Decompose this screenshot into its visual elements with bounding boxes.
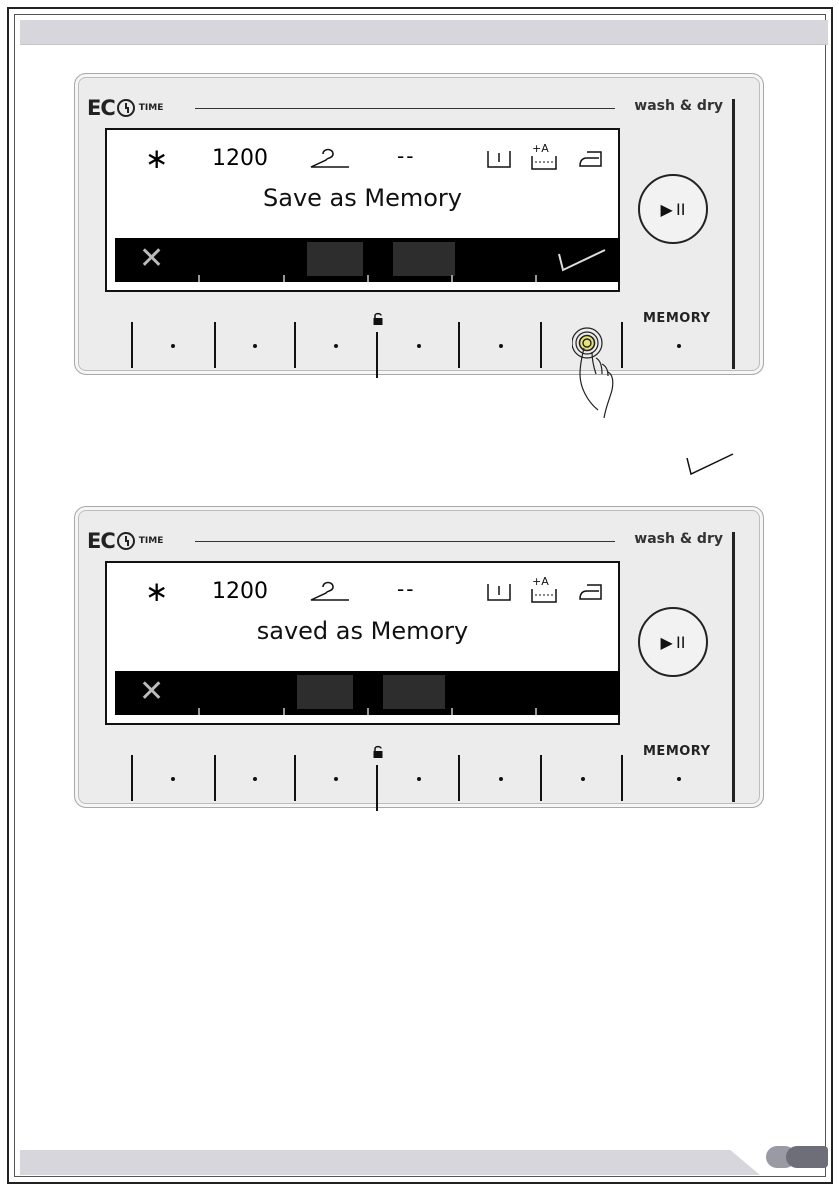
button-divider: [540, 755, 542, 801]
page-frame-outer: [7, 7, 833, 1184]
clock-icon: [116, 532, 135, 550]
right-divider: [732, 532, 735, 802]
temperature-icon: ∗: [145, 142, 169, 175]
status-row: ∗ 1200 -- +A: [107, 573, 618, 609]
spin-speed: 1200: [212, 579, 268, 604]
time-text: TIME: [138, 536, 164, 546]
lcd-display: ∗ 1200 -- +A Save as Memory ✕: [105, 128, 620, 292]
svg-text:+A: +A: [532, 142, 549, 155]
option-button-1[interactable]: [171, 777, 175, 781]
temperature-icon: ∗: [145, 575, 169, 608]
extra-rinse-icon: +A: [529, 575, 559, 609]
option-button-4[interactable]: [417, 777, 421, 781]
dry-level-dashes: --: [397, 144, 416, 168]
memory-button[interactable]: [677, 777, 681, 781]
bar-tick: [283, 708, 285, 715]
page-tab-dark: [786, 1146, 828, 1168]
button-divider: [458, 322, 460, 368]
option-button-1[interactable]: [171, 344, 175, 348]
option-button-6[interactable]: [581, 777, 585, 781]
iron-icon: [577, 581, 605, 607]
option-button-5[interactable]: [499, 777, 503, 781]
eco-text: EC: [87, 96, 116, 120]
option-button-2[interactable]: [253, 344, 257, 348]
button-divider: [540, 322, 542, 368]
spin-speed: 1200: [212, 146, 268, 171]
option-button-5[interactable]: [499, 344, 503, 348]
extra-rinse-icon: +A: [529, 142, 559, 176]
start-pause-button[interactable]: ▶ II: [638, 174, 708, 244]
option-button-3[interactable]: [334, 344, 338, 348]
option-button-4[interactable]: [417, 344, 421, 348]
eco-text: EC: [87, 529, 116, 553]
eco-time-logo: EC TIME: [87, 529, 163, 553]
button-divider: [214, 755, 216, 801]
dry-level-dashes: --: [397, 577, 416, 601]
button-divider: [376, 765, 378, 811]
bar-tick: [198, 708, 200, 715]
bar-tick: [535, 275, 537, 282]
header-strip: [20, 20, 828, 45]
time-text: TIME: [138, 103, 164, 113]
hanger-icon: [307, 579, 353, 607]
lcd-message: saved as Memory: [256, 617, 469, 645]
bar-tick: [451, 708, 453, 715]
lcd-option-bar: ✕: [115, 671, 620, 715]
brand-line: [195, 108, 615, 109]
option-segment: [383, 675, 445, 709]
button-divider: [214, 322, 216, 368]
memory-label: MEMORY: [643, 311, 711, 326]
brand-line: [195, 541, 615, 542]
start-pause-button[interactable]: ▶ II: [638, 607, 708, 677]
confirm-check-icon-standalone: [683, 448, 737, 484]
memory-label: MEMORY: [643, 744, 711, 759]
option-segment: [307, 242, 363, 276]
bar-tick: [451, 275, 453, 282]
eco-time-logo: EC TIME: [87, 96, 163, 120]
control-panel-2: EC TIME wash & dry ∗ 1200 -- +A saved as…: [74, 506, 764, 811]
memory-button[interactable]: [677, 344, 681, 348]
bar-tick: [198, 275, 200, 282]
iron-icon: [577, 148, 605, 174]
bar-tick: [367, 708, 369, 715]
option-segment: [393, 242, 455, 276]
button-divider: [294, 755, 296, 801]
bar-tick: [535, 708, 537, 715]
wash-dry-label: wash & dry: [634, 98, 723, 114]
status-row: ∗ 1200 -- +A: [107, 140, 618, 176]
padlock-icon: [372, 311, 384, 330]
wash-dry-label: wash & dry: [634, 531, 723, 547]
option-segment: [297, 675, 353, 709]
svg-text:+A: +A: [532, 575, 549, 588]
button-divider: [131, 755, 133, 801]
option-button-3[interactable]: [334, 777, 338, 781]
right-divider: [732, 99, 735, 369]
clock-icon: [116, 99, 135, 117]
cancel-x-icon: ✕: [139, 674, 165, 709]
control-panel-1: EC TIME wash & dry ∗ 1200 -- +A Save as …: [74, 73, 764, 419]
button-divider: [376, 332, 378, 378]
option-button-2[interactable]: [253, 777, 257, 781]
button-divider: [458, 755, 460, 801]
button-divider: [621, 755, 623, 801]
tub-icon: [485, 581, 513, 607]
button-divider: [131, 322, 133, 368]
hanger-icon: [307, 146, 353, 174]
cancel-x-icon: ✕: [139, 241, 165, 276]
confirm-check-icon: [555, 244, 609, 280]
page-frame-inner: [14, 14, 826, 1177]
lcd-display: ∗ 1200 -- +A saved as Memory ✕: [105, 561, 620, 725]
button-divider: [621, 322, 623, 368]
padlock-icon: [372, 744, 384, 763]
lcd-message: Save as Memory: [263, 184, 462, 212]
lcd-option-bar: ✕: [115, 238, 620, 282]
footer-strip: [20, 1150, 760, 1175]
tub-icon: [485, 148, 513, 174]
finger-press-icon[interactable]: [571, 326, 642, 430]
bar-tick: [367, 275, 369, 282]
button-divider: [294, 322, 296, 368]
bar-tick: [283, 275, 285, 282]
